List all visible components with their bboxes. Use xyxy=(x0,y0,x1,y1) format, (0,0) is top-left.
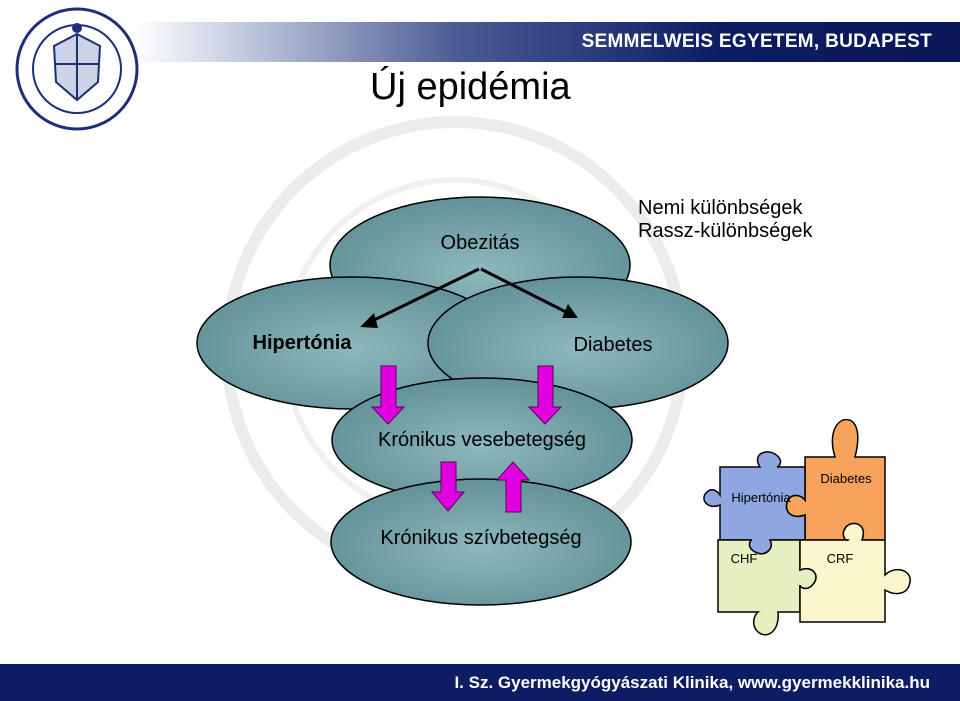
label-obesity: Obezitás xyxy=(441,232,520,254)
puzzle-label-chf: CHF xyxy=(731,551,758,566)
footer-bar xyxy=(0,664,960,701)
note-sex-differences: Nemi különbségek xyxy=(638,197,803,219)
puzzle-label-crf: CRF xyxy=(827,551,854,566)
footer-text: I. Sz. Gyermekgyógyászati Klinika, www.g… xyxy=(454,673,930,692)
university-seal-icon xyxy=(15,7,139,131)
puzzle-label-diabetes: Diabetes xyxy=(820,471,872,486)
institution-name: SEMMELWEIS EGYETEM, BUDAPEST xyxy=(581,31,932,52)
slide-title: Új epidémia xyxy=(370,66,571,108)
arrow-hypertension-to-ckd xyxy=(370,365,406,425)
puzzle-piece-crf xyxy=(799,522,911,623)
arrow-ckd-to-heart xyxy=(430,461,466,512)
label-diabetes: Diabetes xyxy=(574,334,653,356)
label-ckd: Krónikus vesebetegség xyxy=(378,429,586,451)
note-race-differences: Rassz-különbségek xyxy=(638,220,813,242)
notes: Nemi különbségek Rassz-különbségek xyxy=(638,197,813,243)
arrow-diabetes-to-ckd xyxy=(527,365,563,425)
puzzle-label-hypertension: Hipertónia xyxy=(731,490,791,505)
arrow-obesity-to-hypertension xyxy=(369,267,480,324)
arrow-obesity-to-diabetes xyxy=(480,267,569,315)
arrow-heart-to-ckd xyxy=(495,461,531,513)
ellipse-heart xyxy=(330,478,632,606)
label-heart: Krónikus szívbetegség xyxy=(380,527,581,549)
label-hypertension: Hipertónia xyxy=(253,332,353,354)
header-bar xyxy=(0,22,960,62)
